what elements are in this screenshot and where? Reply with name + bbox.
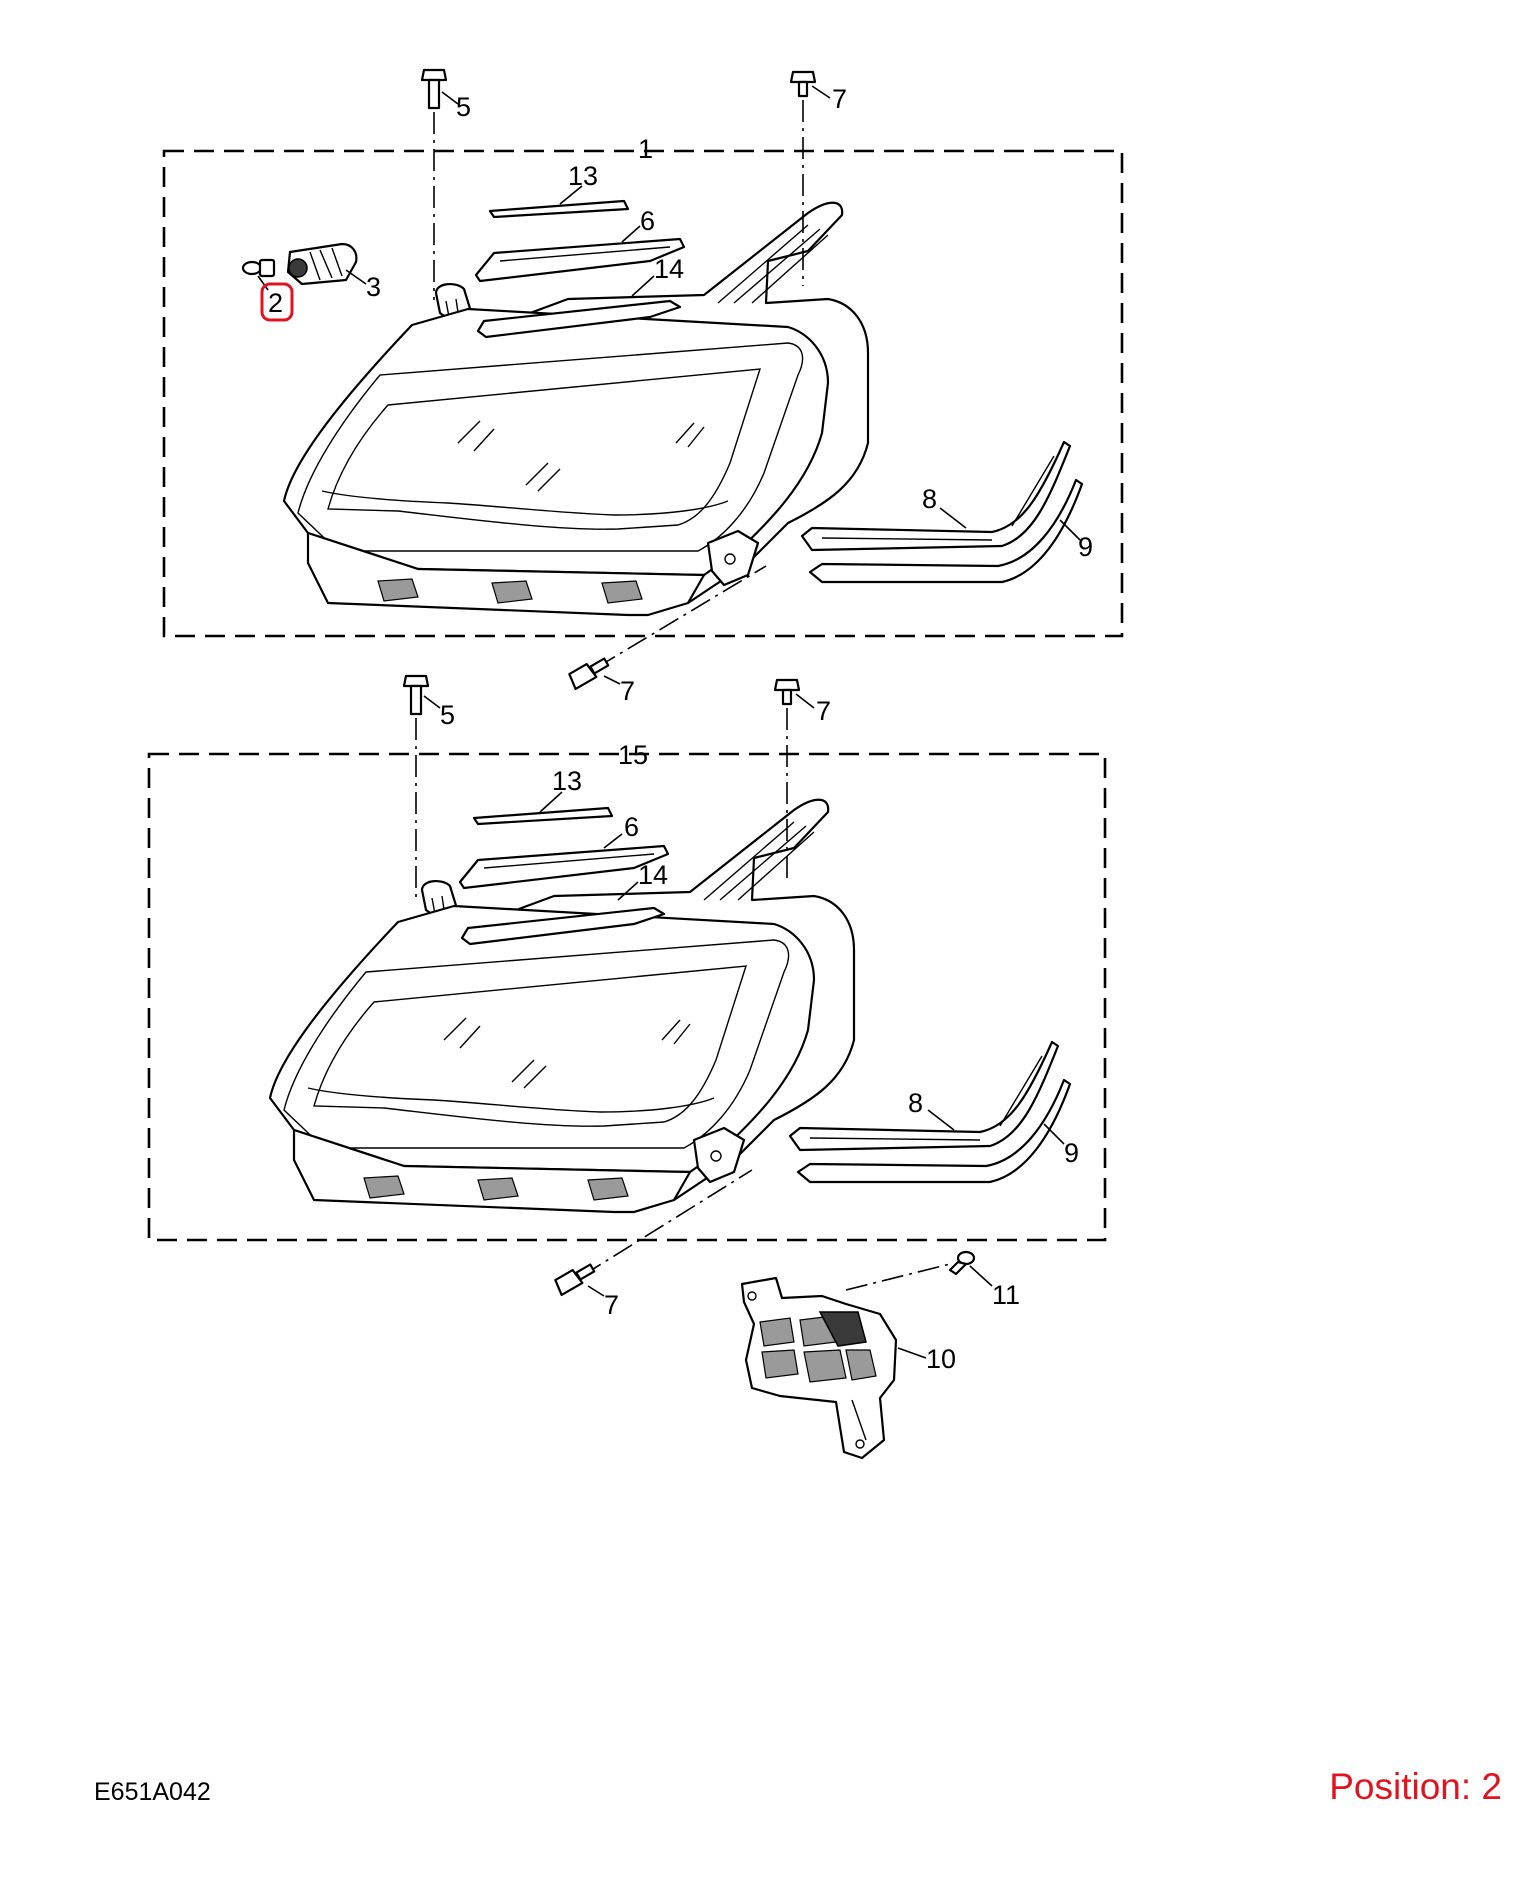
callout-7-top: 7 xyxy=(832,84,847,114)
assembly-15-number: 15 xyxy=(618,740,648,770)
callout-2: 2 xyxy=(268,288,283,318)
bolt-part-7-bottom-assembly-15[interactable] xyxy=(554,1261,597,1297)
bolt-part-7-top[interactable] xyxy=(789,70,817,98)
bolt-part-5-assembly-15[interactable] xyxy=(402,674,430,716)
screw-part-11[interactable] xyxy=(948,1250,976,1276)
callout-13-assembly-15: 13 xyxy=(552,766,582,796)
position-label: Position: 2 xyxy=(1329,1766,1502,1807)
highlight-ring-part-2 xyxy=(260,282,294,322)
callout-7-top-assembly-15: 7 xyxy=(816,696,831,726)
callout-10: 10 xyxy=(926,1344,956,1374)
fog-lamp-part-10[interactable] xyxy=(740,1276,898,1460)
assembly-15: 15 5 7 13 6 14 8 9 xyxy=(147,674,1107,1320)
assembly-1: 1 5 7 2 xyxy=(162,68,1124,706)
callout-9: 9 xyxy=(1078,532,1093,562)
bulb-part-2[interactable] xyxy=(241,258,276,278)
callout-9-assembly-15: 9 xyxy=(1064,1138,1079,1168)
assembly-1-number: 1 xyxy=(638,134,653,164)
callout-5-assembly-15: 5 xyxy=(440,700,455,730)
socket-part-3[interactable] xyxy=(286,242,358,286)
callout-7-bottom-assembly-15: 7 xyxy=(604,1290,619,1320)
callout-8: 8 xyxy=(922,484,937,514)
bolt-part-7-bottom[interactable] xyxy=(568,655,611,691)
callout-14-assembly-15: 14 xyxy=(638,860,668,890)
callout-3: 3 xyxy=(366,272,381,302)
bolt-part-7-top-assembly-15[interactable] xyxy=(773,678,801,706)
callout-5: 5 xyxy=(456,92,471,122)
bolt-part-5[interactable] xyxy=(420,68,448,110)
callout-6-assembly-15: 6 xyxy=(624,812,639,842)
callout-8-assembly-15: 8 xyxy=(908,1088,923,1118)
fog-lamp-group: 11 10 xyxy=(740,1250,1020,1460)
assembly-15-boundary xyxy=(147,752,1107,1242)
callout-13: 13 xyxy=(568,161,598,191)
assembly-1-boundary xyxy=(162,149,1124,638)
callout-7-bottom: 7 xyxy=(620,676,635,706)
callout-6: 6 xyxy=(640,206,655,236)
drawing-code: E651A042 xyxy=(94,1778,211,1806)
callout-14: 14 xyxy=(654,254,684,284)
callout-11: 11 xyxy=(992,1280,1020,1310)
